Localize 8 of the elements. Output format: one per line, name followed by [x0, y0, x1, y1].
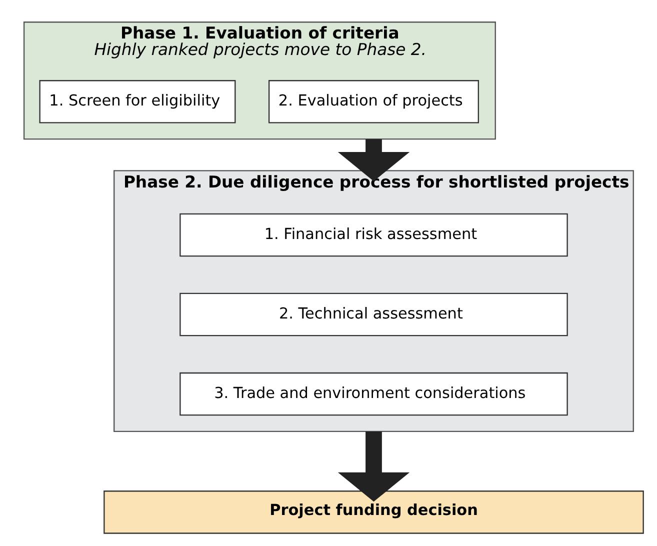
node-box: 2. Technical assessment	[179, 292, 568, 336]
node-box: Project funding decision	[103, 490, 644, 534]
node-box: 1. Financial risk assessment	[179, 213, 568, 257]
node-box: 1. Screen for eligibility	[38, 80, 236, 124]
arrow	[337, 431, 410, 502]
node-box: 3. Trade and environment considerations	[179, 372, 568, 416]
node-box: 2. Evaluation of projects	[268, 80, 478, 124]
arrow	[337, 139, 410, 182]
